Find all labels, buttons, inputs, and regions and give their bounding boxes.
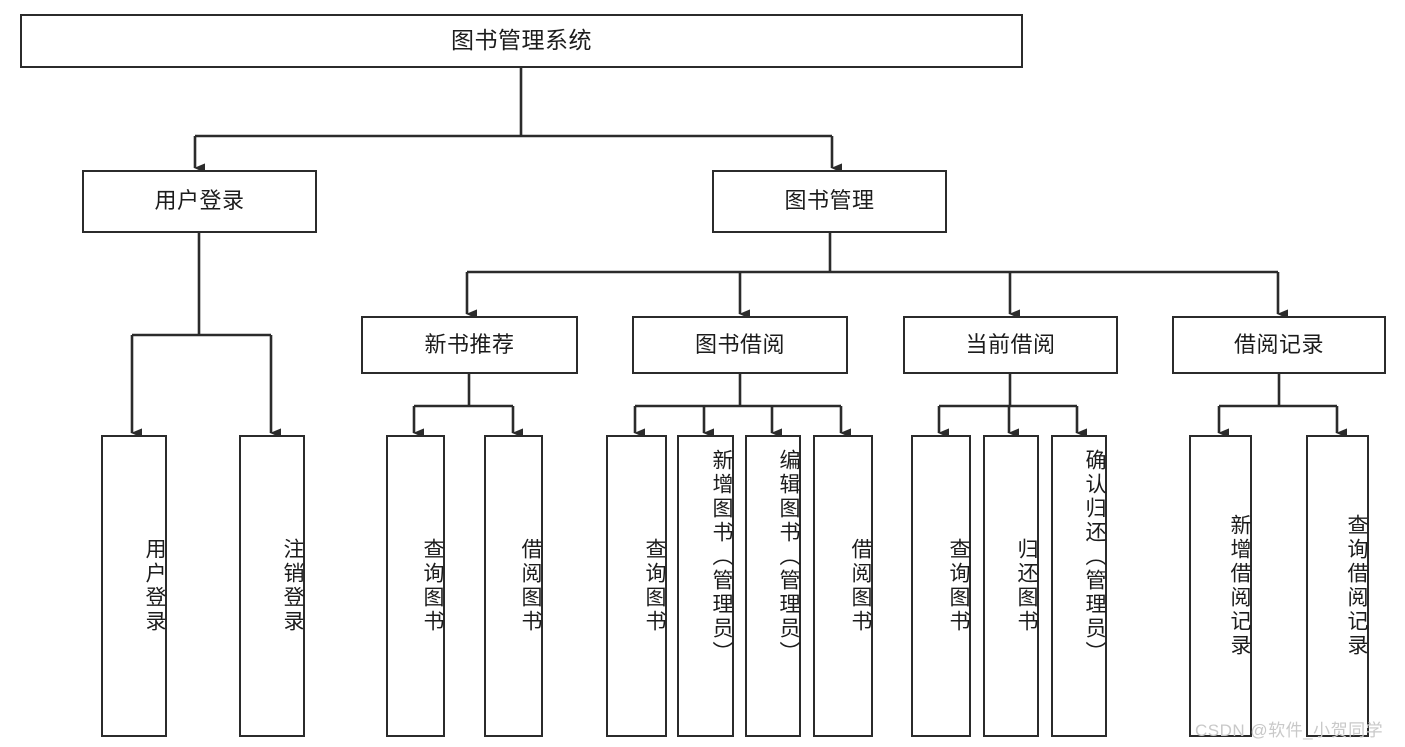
node-current-borrow-label: 当前借阅 <box>965 331 1056 357</box>
node-user-login-label: 用户登录 <box>154 188 245 214</box>
node-book-borrow-label: 图书借阅 <box>694 331 785 357</box>
leaf-user-login[interactable]: 用户登录 <box>101 435 167 737</box>
leaf-borrow-book-1-label: 借阅图书 <box>519 538 542 634</box>
leaf-add-borrow-record-label: 新增借阅记录 <box>1228 514 1251 658</box>
leaf-logout-label: 注销登录 <box>281 538 304 634</box>
leaf-edit-book[interactable]: 编辑图书（管理员） <box>745 435 801 737</box>
node-book-borrow[interactable]: 图书借阅 <box>632 316 848 374</box>
leaf-user-login-label: 用户登录 <box>143 538 166 634</box>
leaf-borrow-book-2[interactable]: 借阅图书 <box>813 435 873 737</box>
leaf-query-borrow-record[interactable]: 查询借阅记录 <box>1306 435 1369 737</box>
leaf-query-book-3[interactable]: 查询图书 <box>911 435 971 737</box>
leaf-confirm-return-label: 确认归还（管理员） <box>1083 449 1106 665</box>
node-borrow-record-label: 借阅记录 <box>1233 331 1324 357</box>
node-book-management-label: 图书管理 <box>784 188 875 214</box>
leaf-return-book[interactable]: 归还图书 <box>983 435 1039 737</box>
node-new-book-recommend-label: 新书推荐 <box>424 331 515 357</box>
csdn-watermark: CSDN @软件_小贺同学 <box>1195 721 1384 740</box>
leaf-borrow-book-1[interactable]: 借阅图书 <box>484 435 543 737</box>
node-current-borrow[interactable]: 当前借阅 <box>903 316 1118 374</box>
leaf-add-book-label: 新增图书（管理员） <box>710 449 733 665</box>
leaf-logout[interactable]: 注销登录 <box>239 435 305 737</box>
leaf-query-book-3-label: 查询图书 <box>947 538 970 634</box>
node-new-book-recommend[interactable]: 新书推荐 <box>361 316 578 374</box>
leaf-add-book[interactable]: 新增图书（管理员） <box>677 435 734 737</box>
node-root[interactable]: 图书管理系统 <box>20 14 1023 68</box>
leaf-query-book-1[interactable]: 查询图书 <box>386 435 445 737</box>
leaf-edit-book-label: 编辑图书（管理员） <box>777 449 800 665</box>
leaf-query-book-1-label: 查询图书 <box>421 538 444 634</box>
node-borrow-record[interactable]: 借阅记录 <box>1172 316 1386 374</box>
leaf-query-book-2[interactable]: 查询图书 <box>606 435 667 737</box>
leaf-query-borrow-record-label: 查询借阅记录 <box>1345 514 1368 658</box>
leaf-confirm-return[interactable]: 确认归还（管理员） <box>1051 435 1107 737</box>
node-user-login[interactable]: 用户登录 <box>82 170 317 233</box>
leaf-query-book-2-label: 查询图书 <box>643 538 666 634</box>
leaf-borrow-book-2-label: 借阅图书 <box>849 538 872 634</box>
leaf-return-book-label: 归还图书 <box>1015 538 1038 634</box>
node-root-label: 图书管理系统 <box>451 27 592 54</box>
node-book-management[interactable]: 图书管理 <box>712 170 947 233</box>
leaf-add-borrow-record[interactable]: 新增借阅记录 <box>1189 435 1252 737</box>
